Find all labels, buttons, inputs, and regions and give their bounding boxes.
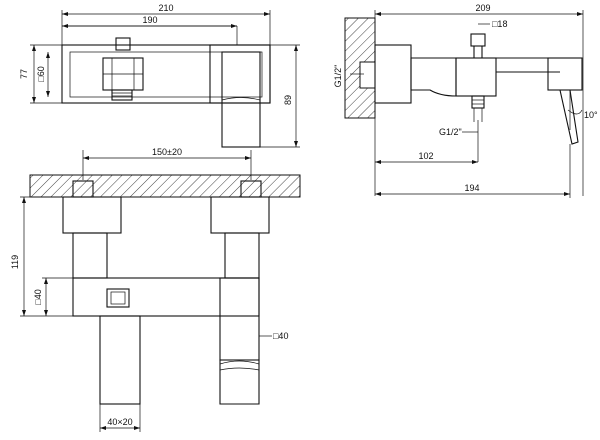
dim-g12-bottom-label: G1/2" — [439, 127, 462, 137]
front-wall — [29, 174, 301, 198]
front-spout — [99, 315, 141, 405]
front-right-flange — [210, 196, 270, 234]
front-left-flange — [62, 196, 122, 234]
dim-g12-left-label: G1/2" — [333, 65, 343, 88]
front-body — [72, 277, 260, 317]
front-diverter-outer — [106, 288, 130, 308]
top-body-outer — [61, 44, 271, 104]
top-diverter-cap — [115, 37, 131, 51]
dim-77-label: 77 — [19, 69, 29, 79]
dim-line-102 — [375, 160, 478, 164]
side-lever-block — [547, 57, 583, 91]
dim-18-label: □18 — [492, 19, 507, 29]
dim-line-150 — [83, 156, 251, 160]
dim-line-40x20 — [100, 426, 140, 430]
top-lever-block — [209, 44, 271, 104]
side-lever — [559, 89, 579, 145]
side-view: 209 □18 G1/2" 10° G1/2" — [333, 3, 598, 198]
dim-190-text: 190 — [142, 15, 157, 25]
dim-line-60 — [46, 52, 50, 97]
dim-40-left-label: □40 — [33, 289, 43, 304]
top-view: 210 210 190 77 — [19, 3, 300, 148]
dim-line-194 — [375, 192, 570, 196]
dim-40x20-label: 40×20 — [107, 417, 132, 427]
dim-194-label: 194 — [464, 183, 479, 193]
top-lever-handle — [221, 51, 261, 148]
dim-150-label: 150±20 — [152, 147, 182, 157]
top-body-inner — [69, 51, 263, 98]
front-right-pipe — [224, 232, 260, 279]
dim-209-label: 209 — [475, 3, 490, 13]
side-diverter-cap — [470, 33, 486, 47]
dim-102-label: 102 — [418, 151, 433, 161]
dim-angle-label: 10° — [584, 110, 598, 120]
top-outlet — [111, 89, 133, 101]
side-diverter-body — [455, 57, 497, 97]
dim-line-89 — [294, 45, 298, 147]
side-outlet — [471, 95, 485, 109]
front-lever — [219, 359, 260, 405]
dim-60-label: □60 — [36, 66, 46, 81]
dim-line-209 — [375, 12, 583, 16]
side-mount-block — [374, 44, 412, 104]
side-body — [410, 57, 457, 97]
front-diverter-inner — [110, 291, 126, 305]
dim-line-190 — [62, 24, 237, 28]
dim-89-label: 89 — [283, 95, 293, 105]
front-lever-column — [219, 277, 260, 361]
dim-119-label: 119 — [10, 255, 20, 269]
dim-line-77 — [32, 45, 36, 103]
dim-line-210 — [62, 12, 270, 16]
dim-line-40-left — [44, 278, 48, 316]
front-left-pipe — [72, 232, 108, 279]
dim-40-right-label: □40 — [273, 331, 288, 341]
front-view: 150±20 119 — [10, 147, 301, 432]
dim-210-label: 210 — [158, 3, 173, 13]
dim-line-119 — [22, 197, 26, 316]
